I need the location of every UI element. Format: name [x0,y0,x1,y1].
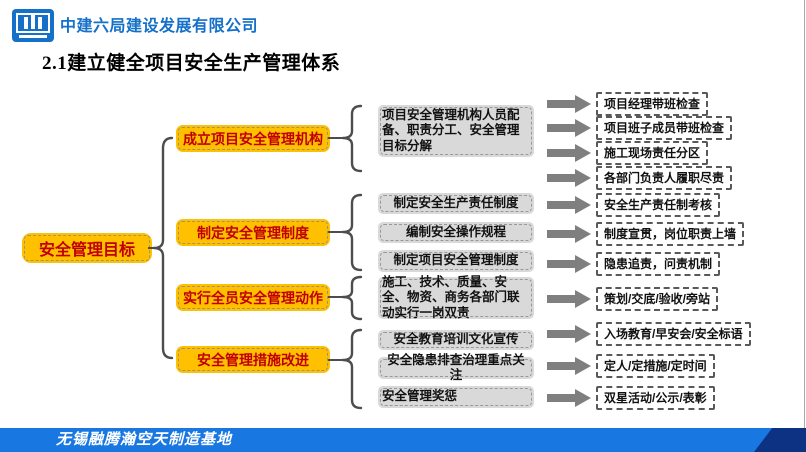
right-arrow-icon [547,255,591,273]
connector-line [148,247,157,249]
outcome-box: 项目经理带班检查 [596,92,709,116]
right-arrow-icon [547,169,591,187]
slide-right-edge [804,0,805,428]
category-box-3: 实行全员安全管理动作 [176,284,330,311]
root-node-safety-goal: 安全管理目标 [22,233,152,263]
measure-box: 安全教育培训文化宣传 [378,330,534,350]
measure-box: 制定项目安全管理制度 [378,250,534,272]
brace-group-2 [341,193,363,272]
right-arrow-icon [547,144,591,162]
measure-box: 安全隐患排查治理重点关注 [378,353,534,382]
measure-box: 编制安全操作规程 [378,222,534,243]
outcome-box: 隐患追责，问责机制 [596,252,721,276]
measure-box: 安全管理奖惩 [378,386,534,408]
right-arrow-icon [547,389,591,407]
page-title: 2.1建立健全项目安全生产管理体系 [42,53,341,74]
outcome-box: 制度宣贯，岗位职责上墙 [596,222,745,246]
connector-line [328,231,344,233]
category-box-2: 制定安全管理制度 [176,219,330,246]
project-name: 无锡融腾瀚空天制造基地 [56,431,233,448]
connector-line [328,359,344,361]
measure-box: 项目安全管理机构人员配备、职责分工、安全管理目标分解 [378,105,534,157]
connector-line [328,137,344,139]
right-arrow-icon [547,357,591,375]
footer-bar: 无锡融腾瀚空天制造基地 [0,428,806,452]
outcome-box: 施工现场责任分区 [596,141,709,165]
outcome-box: 项目班子成员带班检查 [596,116,733,140]
right-arrow-icon [547,95,591,113]
measure-box: 制定安全生产责任制度 [378,193,534,214]
outcome-box: 定人/定措施/定时间 [596,354,715,378]
right-arrow-icon [547,196,591,214]
outcome-box: 策划/交底/验收/旁站 [596,287,719,311]
outcome-box: 各部门负责人履职尽责 [596,166,733,190]
category-box-4: 安全管理措施改进 [176,346,330,373]
brace-group-1 [341,104,363,173]
outcome-box: 安全生产责任制考核 [596,193,721,217]
right-arrow-icon [547,119,591,137]
brace-group-4 [341,328,363,410]
brace-root-to-categories [152,136,174,360]
right-arrow-icon [547,290,591,308]
cscec-logo-icon [12,9,54,42]
right-arrow-icon [547,225,591,243]
outcome-box: 双星活动/公示/表彰 [596,386,715,410]
footer-corner-accent [754,428,806,452]
measure-box: 施工、技术、质量、安全、物资、商务各部门联动实行一岗双责 [378,275,534,320]
connector-line [328,296,344,298]
category-box-1: 成立项目安全管理机构 [176,125,330,152]
right-arrow-icon [547,325,591,343]
company-name: 中建六局建设发展有限公司 [60,18,259,35]
outcome-box: 入场教育/早安会/安全标语 [596,322,751,346]
brace-group-3 [341,275,363,321]
